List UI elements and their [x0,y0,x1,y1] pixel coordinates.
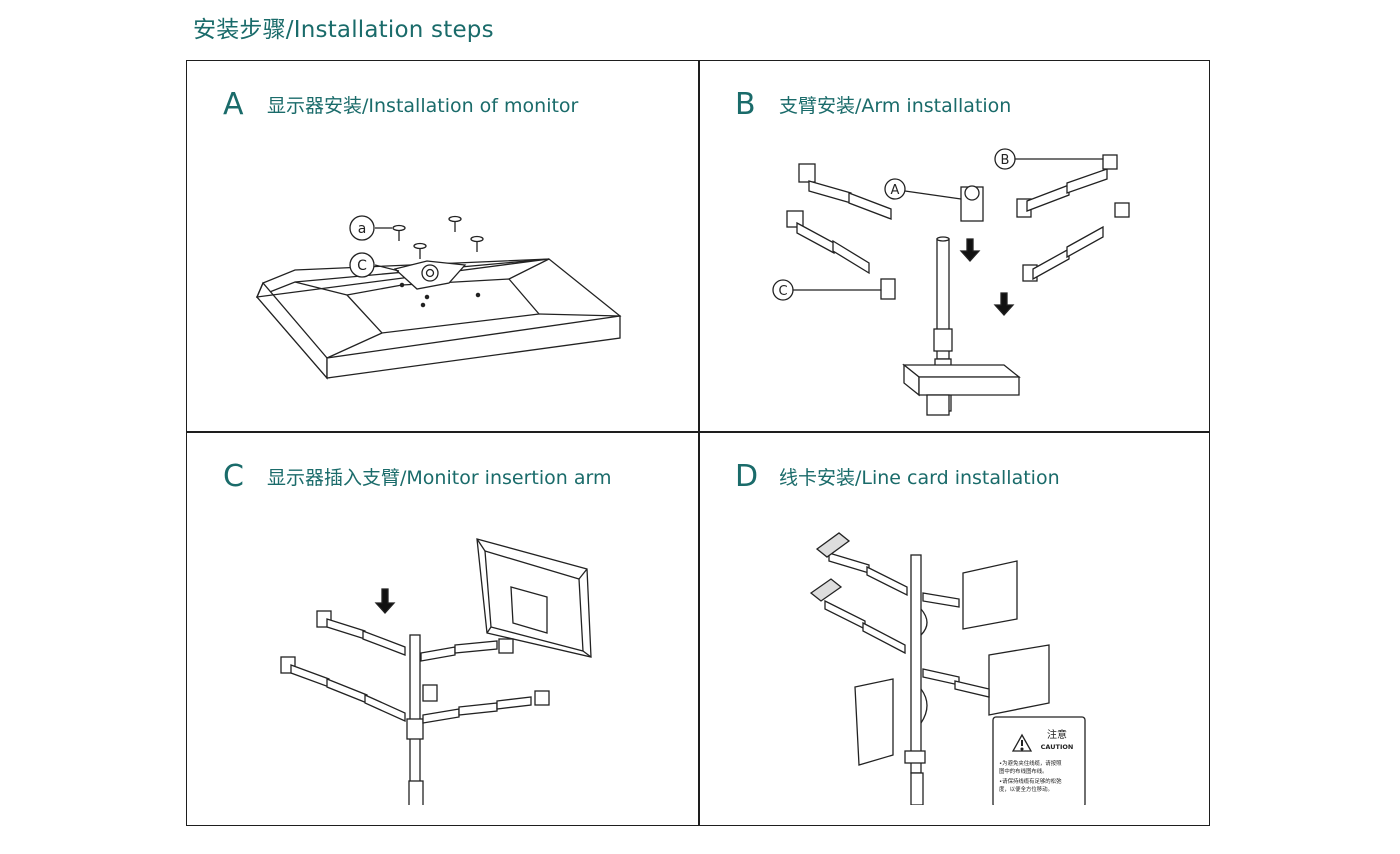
panel-b: B 支臂安装/Arm installation [699,61,1211,433]
arrow-down-icon [993,292,1015,316]
caution-line-2: 图中的布线图布线。 [999,767,1048,775]
callout-a-circle [884,178,906,200]
caution-line-4: 度，以便全方位移动。 [999,785,1053,793]
line-card-illustration: 注意 CAUTION •为避免夹住线缆，请按照 图中的布线图布线。 •请保持线缆… [809,532,1086,805]
caution-label [992,716,1086,805]
monitor-insertion-illustration [280,538,592,805]
connector-a [960,185,984,222]
caution-title-cn: 注意 [1047,728,1067,741]
monitor-back-front [326,315,621,379]
arrow-down-icon [374,588,396,614]
panel-a: A 显示器安装/Installation of monitor [187,61,699,433]
panel-d-letter: D [735,459,759,494]
monitor-installation-illustration: a C [255,215,622,380]
panel-c: C 显示器插入支臂/Monitor insertion arm [187,433,699,805]
monitor [476,538,592,658]
callout-a-circle [349,215,375,241]
line-card-clip [920,608,928,636]
panel-c-heading: C 显示器插入支臂/Monitor insertion arm [223,459,611,494]
panel-a-title: 显示器安装/Installation of monitor [267,95,579,117]
pole [904,554,926,805]
desk [902,363,1021,397]
callout-c-label: C [357,258,367,274]
caution-text: 注意 CAUTION •为避免夹住线缆，请按照 图中的布线图布线。 •请保持线缆… [999,728,1073,793]
callout-a-label: A [891,183,900,198]
panel-b-heading: B 支臂安装/Arm installation [735,87,1011,122]
caution-line-1: •为避免夹住线缆，请按照 [999,759,1062,767]
arm-left-lower [786,210,896,300]
pole [406,634,424,805]
panel-d-title: 线卡安装/Line card installation [779,467,1060,489]
panel-a-heading: A 显示器安装/Installation of monitor [223,87,578,122]
caution-line-3: •请保持线缆有足够的松弛 [999,777,1062,785]
grid-divider-horizontal [187,431,1209,433]
arm-right-lower [1022,202,1130,282]
arm-top-right [1016,154,1118,218]
page-title: 安装步骤/Installation steps [193,17,494,43]
panel-a-letter: A [223,87,244,122]
panel-d-heading: D 线卡安装/Line card installation [735,459,1060,494]
arms [280,610,550,724]
screws [392,215,484,259]
callout-c-circle [349,252,375,278]
monitor-left [854,678,894,766]
instruction-grid: A 显示器安装/Installation of monitor [186,60,1210,826]
monitor-bottom-right [988,644,1050,716]
arms [809,532,990,698]
panel-b-letter: B [735,87,756,122]
panel-c-title: 显示器插入支臂/Monitor insertion arm [267,467,612,489]
clamp [926,394,950,416]
line-card-clip [920,688,928,724]
panel-d: D 线卡安装/Line card installation [699,433,1211,805]
arm-top-left [798,163,892,220]
panel-b-title: 支臂安装/Arm installation [779,95,1012,117]
callout-a-label: a [358,221,367,237]
monitor-top-right [962,560,1018,630]
panel-c-letter: C [223,459,244,494]
callout-c-label: C [778,284,787,299]
grid-divider-vertical [698,61,700,825]
arm-installation-illustration: A B C [772,148,1130,416]
arrow-down-icon [959,238,981,262]
caution-title-en: CAUTION [1041,743,1074,751]
callout-b-label: B [1001,153,1010,168]
